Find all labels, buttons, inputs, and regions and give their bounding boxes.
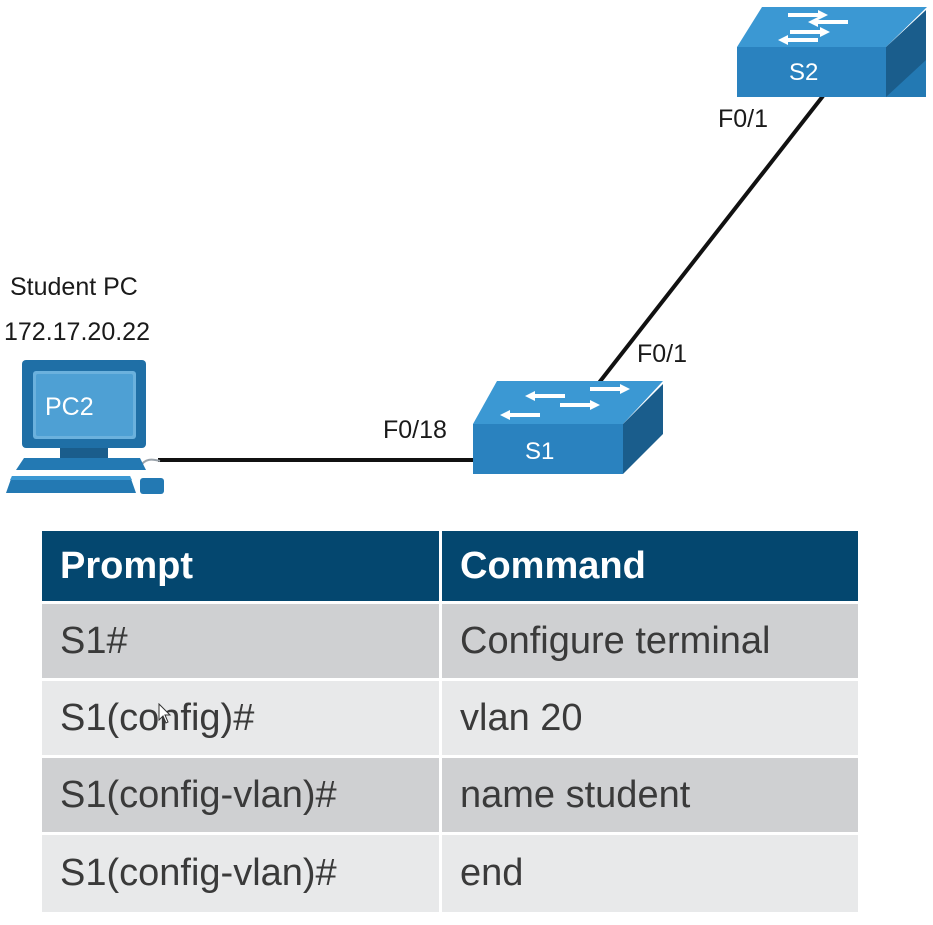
link-s1-s2 xyxy=(596,94,825,386)
switch-s2-label: S2 xyxy=(789,59,818,86)
command-cell: end xyxy=(442,835,858,912)
port-label-s2-f01: F0/1 xyxy=(718,105,769,133)
table-header-row: Prompt Command xyxy=(42,531,858,604)
table-row: S1# Configure terminal xyxy=(42,604,858,681)
mouse-cursor-icon xyxy=(158,703,172,724)
port-label-s1-f018: F0/18 xyxy=(383,416,447,444)
command-cell: name student xyxy=(442,758,858,835)
switch-s1[interactable]: S1 xyxy=(473,381,663,474)
command-cell: Configure terminal xyxy=(442,604,858,681)
table-row: S1(config)# vlan 20 xyxy=(42,681,858,758)
prompt-cell: S1# xyxy=(42,604,442,681)
pc-name-label: Student PC xyxy=(10,273,138,301)
pc2-computer[interactable]: PC2 xyxy=(6,360,164,494)
table-row: S1(config-vlan)# end xyxy=(42,835,858,912)
prompt-cell: S1(config-vlan)# xyxy=(42,835,442,912)
header-prompt: Prompt xyxy=(42,531,442,604)
prompt-cell: S1(config)# xyxy=(42,681,442,758)
pc-ip-label: 172.17.20.22 xyxy=(4,318,150,346)
command-cell: vlan 20 xyxy=(442,681,858,758)
switch-s2[interactable]: S2 xyxy=(737,7,927,97)
network-topology: S2 S1 PC2 xyxy=(6,7,927,494)
prompt-cell: S1(config-vlan)# xyxy=(42,758,442,835)
pc2-screen-label: PC2 xyxy=(45,393,94,421)
switch-s1-label: S1 xyxy=(525,438,554,465)
command-table: Prompt Command S1# Configure terminal S1… xyxy=(42,531,858,912)
port-label-s1-f01: F0/1 xyxy=(637,340,688,368)
header-command: Command xyxy=(442,531,858,604)
table-row: S1(config-vlan)# name student xyxy=(42,758,858,835)
